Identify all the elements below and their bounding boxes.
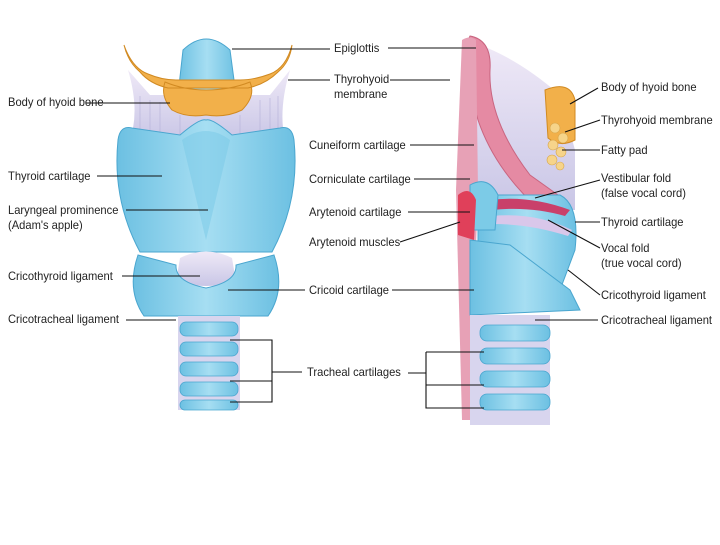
label-front-thyroid-cartilage: Thyroid cartilage (8, 170, 91, 183)
label-front-cricothyroid-ligament: Cricothyroid ligament (8, 270, 113, 283)
side-view-larynx (456, 36, 580, 425)
label-side-body-of-hyoid-bone: Body of hyoid bone (601, 81, 697, 94)
label-corniculate-cartilage: Corniculate cartilage (309, 173, 411, 186)
label-side-thyroid-cartilage: Thyroid cartilage (601, 216, 684, 229)
label-cricoid-cartilage: Cricoid cartilage (309, 284, 389, 297)
label-true-vocal-cord: (true vocal cord) (601, 257, 682, 270)
label-arytenoid-muscles: Arytenoid muscles (309, 236, 400, 249)
label-vestibular-fold: Vestibular fold (601, 172, 671, 185)
label-side-cricotracheal-ligament: Cricotracheal ligament (601, 314, 712, 327)
label-arytenoid-cartilage: Arytenoid cartilage (309, 206, 401, 219)
side-arytenoid-muscle (458, 191, 476, 240)
label-thyrohyoid: Thyrohyoid (334, 73, 389, 86)
label-false-vocal-cord: (false vocal cord) (601, 187, 686, 200)
label-side-cricothyroid-ligament: Cricothyroid ligament (601, 289, 706, 302)
label-front-cricotracheal-ligament: Cricotracheal ligament (8, 313, 119, 326)
front-view-larynx (117, 39, 295, 410)
label-front-body-of-hyoid-bone: Body of hyoid bone (8, 96, 104, 109)
label-cuneiform-cartilage: Cuneiform cartilage (309, 139, 406, 152)
label-epiglottis: Epiglottis (334, 42, 379, 55)
label-membrane: membrane (334, 88, 387, 101)
label-tracheal-cartilages: Tracheal cartilages (307, 366, 401, 379)
label-vocal-fold: Vocal fold (601, 242, 649, 255)
label-side-thyrohyoid-membrane: Thyrohyoid membrane (601, 114, 713, 127)
label-adams-apple: (Adam's apple) (8, 219, 83, 232)
label-laryngeal-prominence: Laryngeal prominence (8, 204, 118, 217)
label-fatty-pad: Fatty pad (601, 144, 648, 157)
